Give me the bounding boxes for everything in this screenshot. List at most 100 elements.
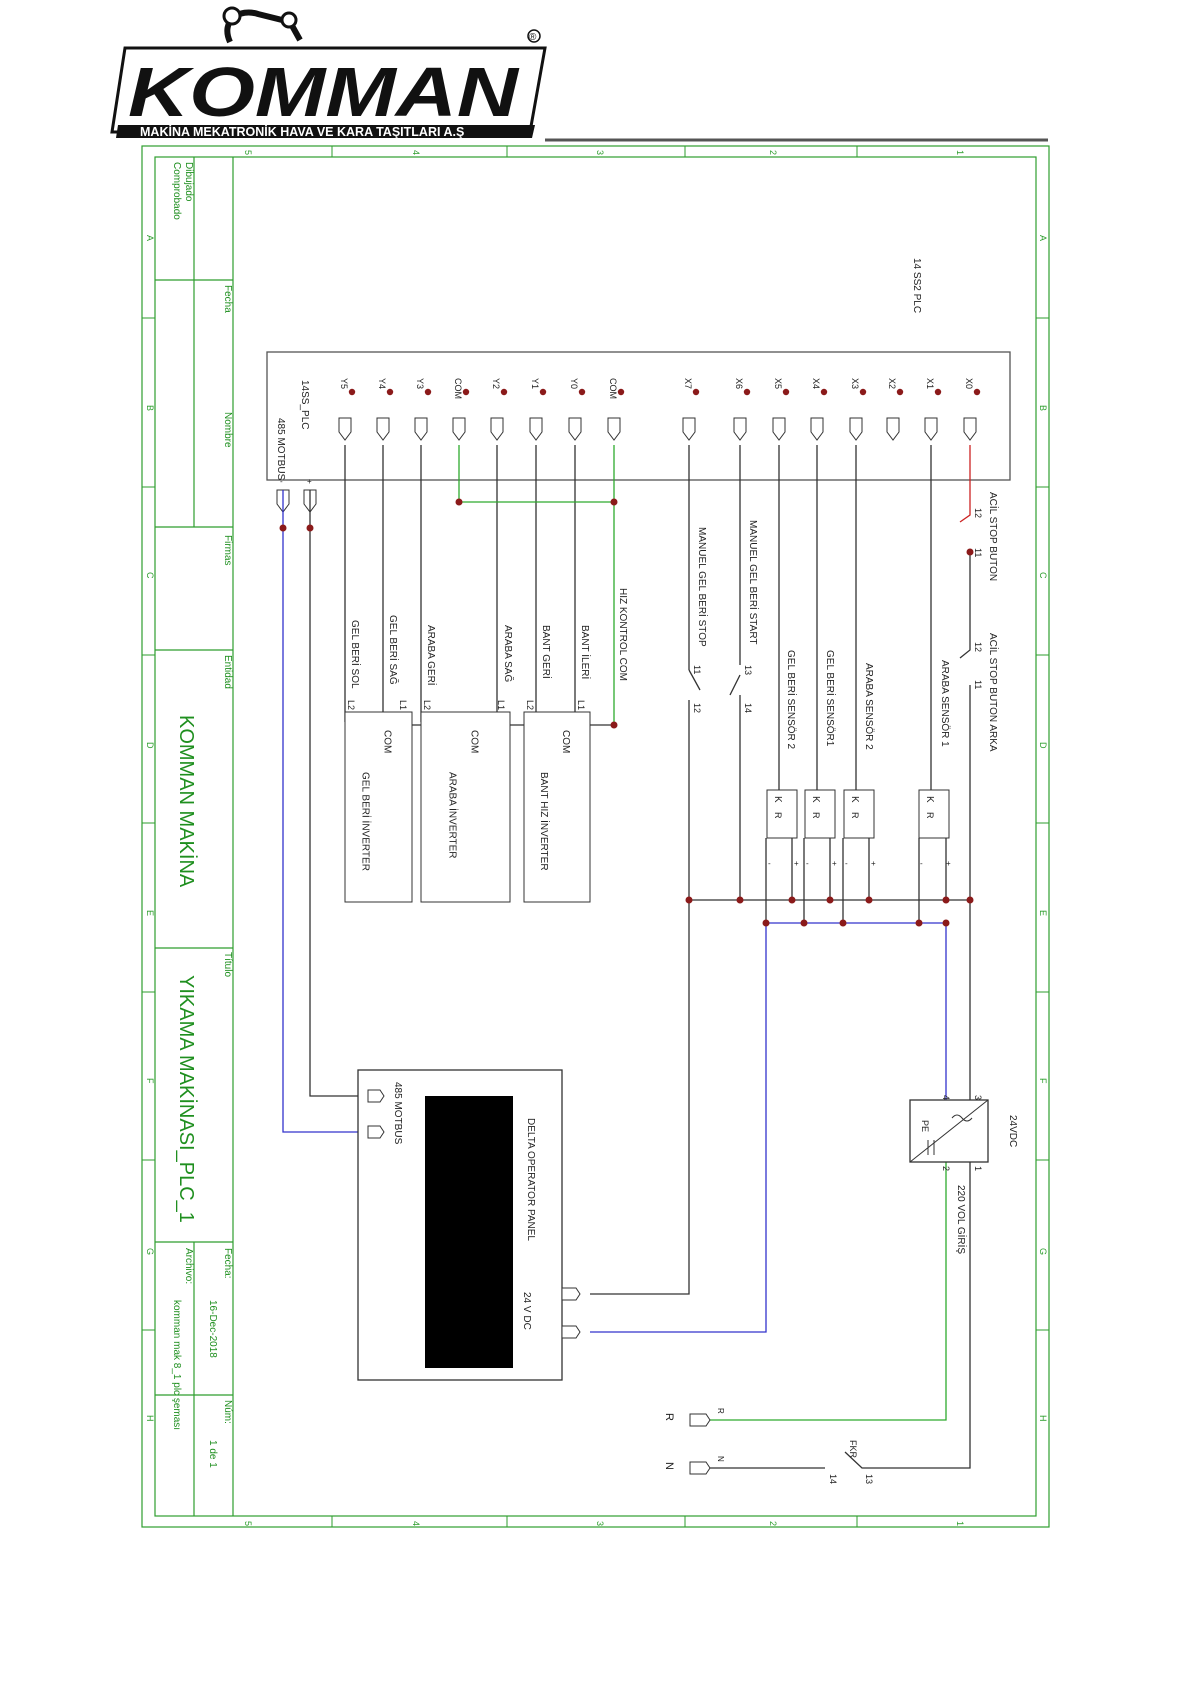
panel-bus: 485 MOTBUS	[392, 1082, 403, 1145]
plc-bus-label: 485 MOTBUS	[275, 418, 286, 481]
sensor-r: R	[925, 812, 935, 819]
frame-row-label-right: B	[1038, 405, 1048, 411]
plc-terminal-dot	[462, 388, 470, 396]
plc-terminal-connector	[772, 417, 786, 441]
frame-row-label-right: F	[1038, 1078, 1048, 1084]
plc-terminal-dot	[500, 388, 508, 396]
frame-row-label-left: G	[145, 1248, 155, 1255]
inverter-com: COM	[382, 730, 393, 753]
inverter-l1: L1	[398, 700, 408, 710]
inverter-gelberi	[344, 711, 413, 903]
plc-bus-polarity: +	[307, 477, 312, 486]
plc-terminal-dot	[348, 388, 356, 396]
plc-terminal-dot	[617, 388, 625, 396]
label-bant-geri: BANT GERİ	[540, 625, 553, 679]
mains-r-tag: R	[716, 1408, 725, 1414]
tb-nombre-label: Nombre	[222, 412, 233, 448]
label-gb-sensor2: GEL BERİ SENSÖR 2	[785, 650, 798, 750]
sensor-box	[804, 789, 836, 839]
plc-terminal-label: X1	[925, 378, 935, 389]
plc-terminal-label: Y3	[415, 378, 425, 389]
plc-bus-polarity: -	[280, 477, 283, 486]
frame-col-label-top: 1	[955, 150, 965, 155]
company-logo: KOMMAN MAKİNA MEKATRONİK HAVA VE KARA TA…	[110, 6, 547, 139]
plc-terminal-connector	[810, 417, 824, 441]
junction-node	[915, 919, 923, 927]
frame-row-label-left: D	[145, 742, 155, 749]
plc-terminal-label: X4	[811, 378, 821, 389]
sensor-k: K	[924, 796, 935, 803]
label-hiz-kontrol: HIZ KONTROL COM	[617, 588, 628, 681]
tb-comprobado: Comprobado	[171, 162, 182, 220]
inverter-l2: L2	[525, 700, 535, 710]
label-araba-sag: ARABA SAĞ	[502, 625, 515, 682]
plc-terminal-label: X3	[850, 378, 860, 389]
plc-terminal-dot	[743, 388, 751, 396]
sensor-minus: -	[920, 859, 923, 868]
tb-archivo-label: Archivo:	[183, 1248, 194, 1284]
label-manual-start: MANUEL GEL BERİ START	[747, 520, 760, 644]
psu-pin2: 2	[941, 1166, 951, 1171]
plc-terminal-connector	[529, 417, 543, 441]
junction-node	[942, 919, 950, 927]
junction-node	[826, 896, 834, 904]
fkr-13: 13	[864, 1474, 874, 1484]
sensor-r: R	[811, 812, 821, 819]
switch-manual-stop	[688, 669, 701, 691]
title-block: Dibujado Comprobado Fecha Nombre Firmas …	[171, 162, 233, 1468]
plc-terminal-label: Y2	[491, 378, 501, 389]
fkr-14: 14	[828, 1474, 838, 1484]
mains-n-tag: N	[716, 1456, 725, 1462]
junction-node	[942, 896, 950, 904]
sensor-box	[918, 789, 950, 839]
plc-terminal-connector	[733, 417, 747, 441]
plc-terminal-label: Y4	[377, 378, 387, 389]
inverter-gelberi-label: GEL BERİ İNVERTER	[360, 772, 373, 871]
tb-num: 1 de 1	[207, 1440, 218, 1468]
contact-11-a: 11	[973, 548, 983, 557]
label-araba-sensor1: ARABA SENSÖR 1	[939, 660, 951, 747]
plc-unit: 14 SS2 PLC 14SS_PLC 485 MOTBUS	[266, 258, 1011, 481]
junction-node	[455, 498, 463, 506]
plc-terminal-label: X7	[683, 378, 693, 389]
junction-node	[306, 524, 314, 532]
power-supply: 24VDC 220 VOL GİRİŞ PE 1 2 3 4	[909, 1095, 1018, 1254]
label-bant-ileri: BANT İLERİ	[579, 625, 592, 679]
sensor-minus: -	[806, 859, 809, 868]
frame-row-label-right: G	[1038, 1248, 1048, 1255]
tb-titulo-label: Título	[222, 952, 233, 977]
switch-manual-start	[729, 674, 741, 696]
plc-terminal-label: Y1	[530, 378, 540, 389]
contact-12-a: 12	[973, 508, 983, 518]
plc-terminal-dot	[973, 388, 981, 396]
plc-terminal-connector	[607, 417, 621, 441]
plc-terminal-dot	[578, 388, 586, 396]
sensor-k: K	[849, 796, 860, 803]
psu-label: 24VDC	[1007, 1115, 1018, 1147]
contact-14: 14	[743, 703, 753, 713]
sensor-r: R	[850, 812, 860, 819]
sensor-box	[766, 789, 798, 839]
plc-terminal-label: X5	[773, 378, 783, 389]
contact-12-b: 12	[973, 642, 983, 652]
label-manual-stop: MANUEL GEL BERİ STOP	[696, 527, 709, 647]
sensor-plus: +	[832, 859, 837, 868]
frame-row-label-left: F	[145, 1078, 155, 1084]
plc-terminal-dot	[424, 388, 432, 396]
junction-node	[865, 896, 873, 904]
psu-pin1: 1	[973, 1166, 983, 1171]
switch-contacts: 11 12 11 12 13 14 11 12	[692, 508, 983, 713]
psu-pin3: 3	[973, 1095, 983, 1100]
frame-row-label-right: C	[1038, 572, 1048, 579]
label-araba-sensor2: ARABA SENSÖR 2	[863, 663, 875, 750]
junction-node	[788, 896, 796, 904]
plc-terminal-dot	[692, 388, 700, 396]
sensor-plus: +	[946, 859, 951, 868]
sensor-minus: -	[768, 859, 771, 868]
inverter-com: COM	[560, 730, 571, 753]
panel-supply: 24 V DC	[521, 1292, 532, 1330]
